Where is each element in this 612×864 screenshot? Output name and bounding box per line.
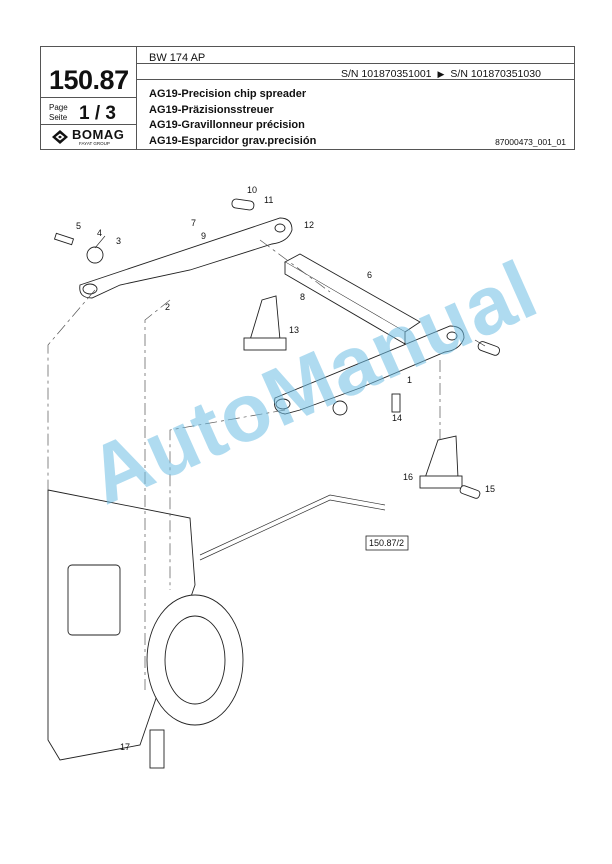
washer-left — [86, 246, 104, 264]
callout-16: 16 — [403, 472, 413, 482]
cross-beam-side — [284, 262, 406, 345]
callout-8: 8 — [300, 292, 305, 302]
page-number: 150.87 — [49, 65, 129, 95]
brand-subtitle: FAYAT GROUP — [79, 141, 110, 146]
assembly-guide — [144, 299, 171, 690]
machine-model: BW 174 AP — [149, 52, 206, 64]
callout-10: 10 — [247, 185, 257, 195]
assembly-guide — [47, 289, 96, 490]
serial-to: S/N 101870351030 — [450, 68, 541, 80]
reference-box — [365, 535, 409, 551]
bolt-left — [53, 232, 75, 246]
callout-17: 17 — [120, 742, 130, 752]
bracket-right — [424, 435, 459, 479]
arm-left-bore — [274, 223, 286, 233]
arm-left-bore — [82, 283, 98, 295]
bracket-left-base — [243, 337, 287, 351]
page-header: BW 174 AP S/N 101870351001▶S/N 101870351… — [40, 46, 575, 150]
title-de: AG19-Präzisionsstreuer — [149, 103, 274, 116]
control-cable — [199, 499, 386, 561]
roller-drum-hub — [164, 615, 226, 705]
callout-3: 3 — [116, 236, 121, 246]
assembly-guide — [259, 239, 331, 293]
callout-15: 15 — [485, 484, 495, 494]
pin-10 — [231, 198, 255, 211]
callout-4: 4 — [97, 228, 102, 238]
page-of: 1 / 3 — [79, 103, 116, 124]
pin-15 — [459, 485, 481, 499]
exploded-parts-drawing: 1 2 3 4 5 6 7 8 9 10 11 12 13 14 15 16 1… — [47, 185, 501, 769]
machine-body — [47, 489, 196, 761]
callout-1: 1 — [407, 375, 412, 385]
header-divider — [136, 63, 574, 64]
title-en: AG19-Precision chip spreader — [149, 88, 307, 100]
title-es: AG19-Esparcidor grav.precisión — [149, 134, 317, 147]
washer-right — [332, 400, 348, 416]
callout-2: 2 — [165, 302, 170, 312]
arm-left — [79, 217, 293, 299]
callout-9: 9 — [201, 231, 206, 241]
header-divider-vertical — [136, 47, 137, 149]
callout-7: 7 — [191, 218, 196, 228]
callout-11: 11 — [264, 195, 273, 205]
cross-beam — [284, 253, 421, 333]
document-reference: 87000473_001_01 — [495, 137, 566, 147]
serial-range: S/N 101870351001 ▶ S/N 101870351030 — [341, 68, 541, 80]
title-fr: AG19-Gravillonneur précision — [149, 119, 305, 131]
arm-right-bore — [275, 398, 291, 410]
header-divider — [136, 79, 574, 80]
callout-14: 14 — [392, 413, 402, 423]
bracket-left — [249, 295, 281, 341]
serial-from: S/N 101870351001 — [341, 68, 432, 80]
callout-12: 12 — [304, 220, 314, 230]
page-label-de: Seite — [49, 113, 68, 122]
arm-right-bore — [446, 331, 458, 341]
arm-right — [274, 325, 465, 415]
header-divider — [41, 97, 137, 98]
page-label-en: Page — [49, 103, 68, 112]
leader-line — [94, 235, 106, 249]
callout-6: 6 — [367, 270, 372, 280]
callout-5: 5 — [76, 221, 81, 231]
assembly-guide — [169, 409, 286, 590]
leader-line — [474, 339, 486, 347]
header-divider — [41, 124, 137, 125]
brand-name: BOMAG — [72, 127, 125, 142]
pin-14 — [391, 393, 401, 413]
title-block: AG19-Precision chip spreader AG19-Präzis… — [149, 87, 316, 149]
reference-box-label: 150.87/2 — [369, 538, 404, 548]
bomag-logo-icon — [52, 130, 68, 144]
decal-17 — [149, 729, 165, 769]
callout-13: 13 — [289, 325, 299, 335]
machine-window — [67, 564, 121, 636]
control-cable — [199, 494, 386, 556]
bracket-right-base — [419, 475, 463, 489]
arrow-right-icon: ▶ — [437, 69, 445, 79]
